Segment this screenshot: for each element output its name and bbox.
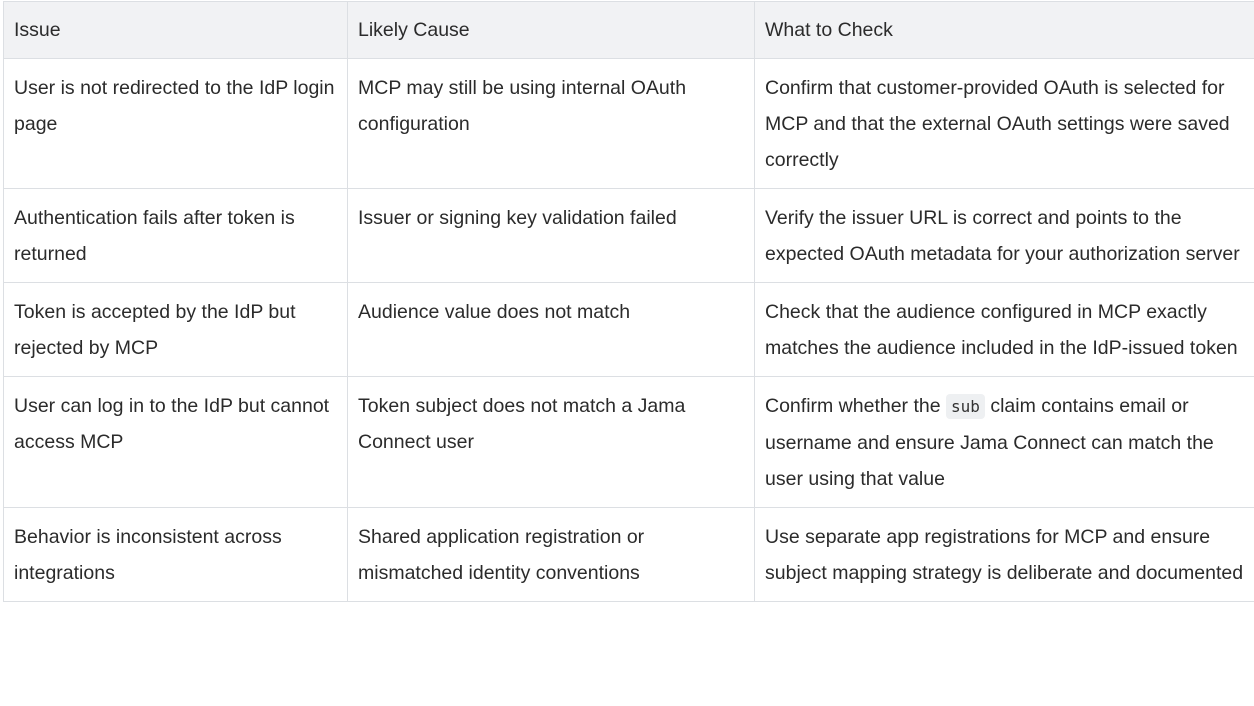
table-header-row: Issue Likely Cause What to Check <box>3 1 1254 59</box>
check-text-after: claim contains email or username and ens… <box>765 395 1214 490</box>
column-header-issue: Issue <box>3 1 348 59</box>
check-cell: Use separate app registrations for MCP a… <box>754 507 1254 602</box>
issue-cell: User can log in to the IdP but cannot ac… <box>3 376 348 508</box>
table-row: Token is accepted by the IdP but rejecte… <box>3 282 1254 377</box>
issue-cell: Token is accepted by the IdP but rejecte… <box>3 282 348 377</box>
column-header-what-to-check: What to Check <box>754 1 1254 59</box>
cause-cell: Shared application registration or misma… <box>347 507 755 602</box>
cause-cell: Audience value does not match <box>347 282 755 377</box>
issue-cell: Authentication fails after token is retu… <box>3 188 348 283</box>
cause-cell: Token subject does not match a Jama Conn… <box>347 376 755 508</box>
check-cell: Confirm whether the sub claim contains e… <box>754 376 1254 508</box>
sub-claim-code: sub <box>946 394 985 419</box>
check-cell: Check that the audience configured in MC… <box>754 282 1254 377</box>
check-cell: Verify the issuer URL is correct and poi… <box>754 188 1254 283</box>
troubleshooting-table: Issue Likely Cause What to Check User is… <box>3 1 1254 602</box>
check-cell: Confirm that customer-provided OAuth is … <box>754 58 1254 189</box>
check-text-before: Confirm whether the <box>765 395 946 417</box>
table-row: Behavior is inconsistent across integrat… <box>3 507 1254 602</box>
cause-cell: Issuer or signing key validation failed <box>347 188 755 283</box>
table-row: User is not redirected to the IdP login … <box>3 58 1254 189</box>
table-row: Authentication fails after token is retu… <box>3 188 1254 283</box>
issue-cell: Behavior is inconsistent across integrat… <box>3 507 348 602</box>
cause-cell: MCP may still be using internal OAuth co… <box>347 58 755 189</box>
table-row: User can log in to the IdP but cannot ac… <box>3 376 1254 508</box>
column-header-likely-cause: Likely Cause <box>347 1 755 59</box>
issue-cell: User is not redirected to the IdP login … <box>3 58 348 189</box>
